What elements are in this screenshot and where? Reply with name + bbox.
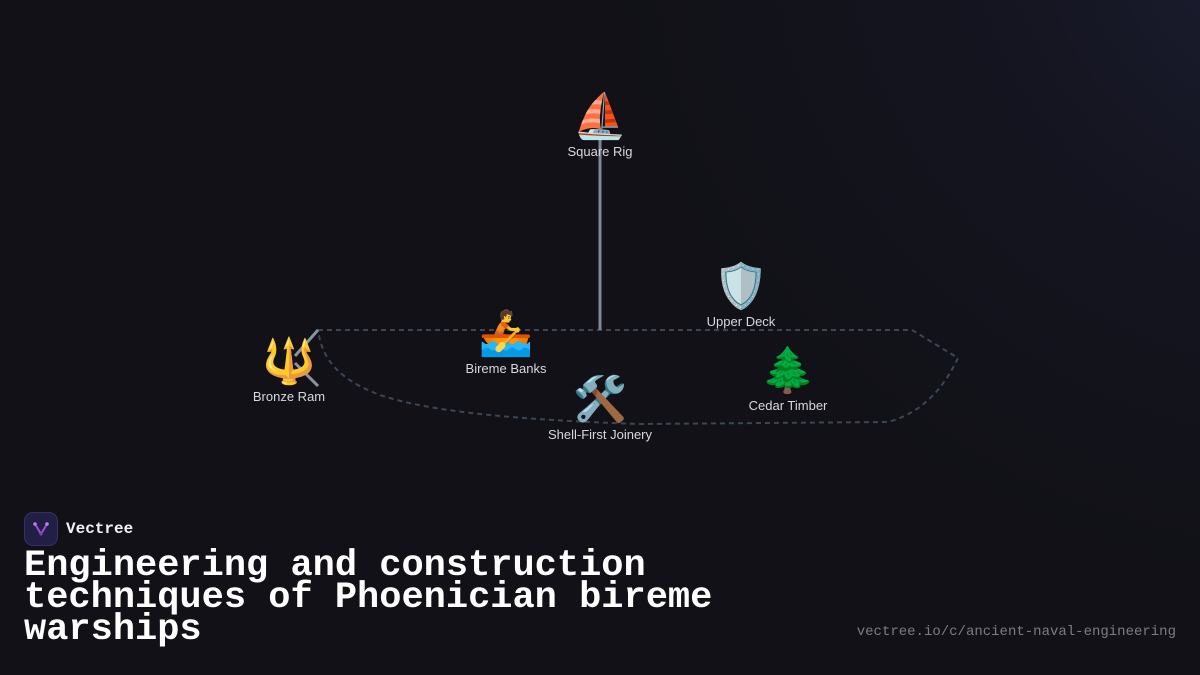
brand-name: Vectree	[66, 520, 134, 538]
node-shell-first-joinery[interactable]: 🛠️ Shell-First Joinery	[510, 375, 690, 443]
node-upper-deck[interactable]: 🛡️ Upper Deck	[651, 262, 831, 330]
node-label: Shell-First Joinery	[547, 427, 653, 442]
node-label: Bronze Ram	[252, 389, 326, 404]
node-label: Upper Deck	[706, 314, 776, 329]
ram-spike	[293, 329, 320, 357]
rowboat-icon: 🚣	[478, 308, 534, 359]
hull-outline	[316, 329, 960, 426]
vectree-logo-icon	[24, 512, 58, 546]
node-bronze-ram[interactable]: 🔱 Bronze Ram	[199, 337, 379, 405]
brand[interactable]: Vectree	[24, 512, 133, 546]
hammer-and-wrench-icon: 🛠️	[572, 374, 628, 425]
node-bireme-banks[interactable]: 🚣 Bireme Banks	[416, 309, 596, 377]
node-label: Cedar Timber	[748, 398, 828, 413]
page-url[interactable]: vectree.io/c/ancient-naval-engineering	[856, 624, 1176, 640]
node-square-rig[interactable]: ⛵ Square Rig	[510, 92, 690, 160]
evergreen-tree-icon: 🌲	[760, 345, 816, 396]
logo-mark	[33, 522, 49, 536]
ram-spike-lower	[293, 361, 320, 388]
sailboat-icon: ⛵	[572, 91, 628, 142]
trident-icon: 🔱	[261, 336, 317, 387]
node-label: Square Rig	[567, 144, 633, 159]
shield-icon: 🛡️	[713, 261, 769, 312]
page-title: Engineering and construction techniques …	[24, 545, 713, 651]
node-label: Bireme Banks	[465, 361, 547, 376]
node-cedar-timber[interactable]: 🌲 Cedar Timber	[698, 346, 878, 414]
